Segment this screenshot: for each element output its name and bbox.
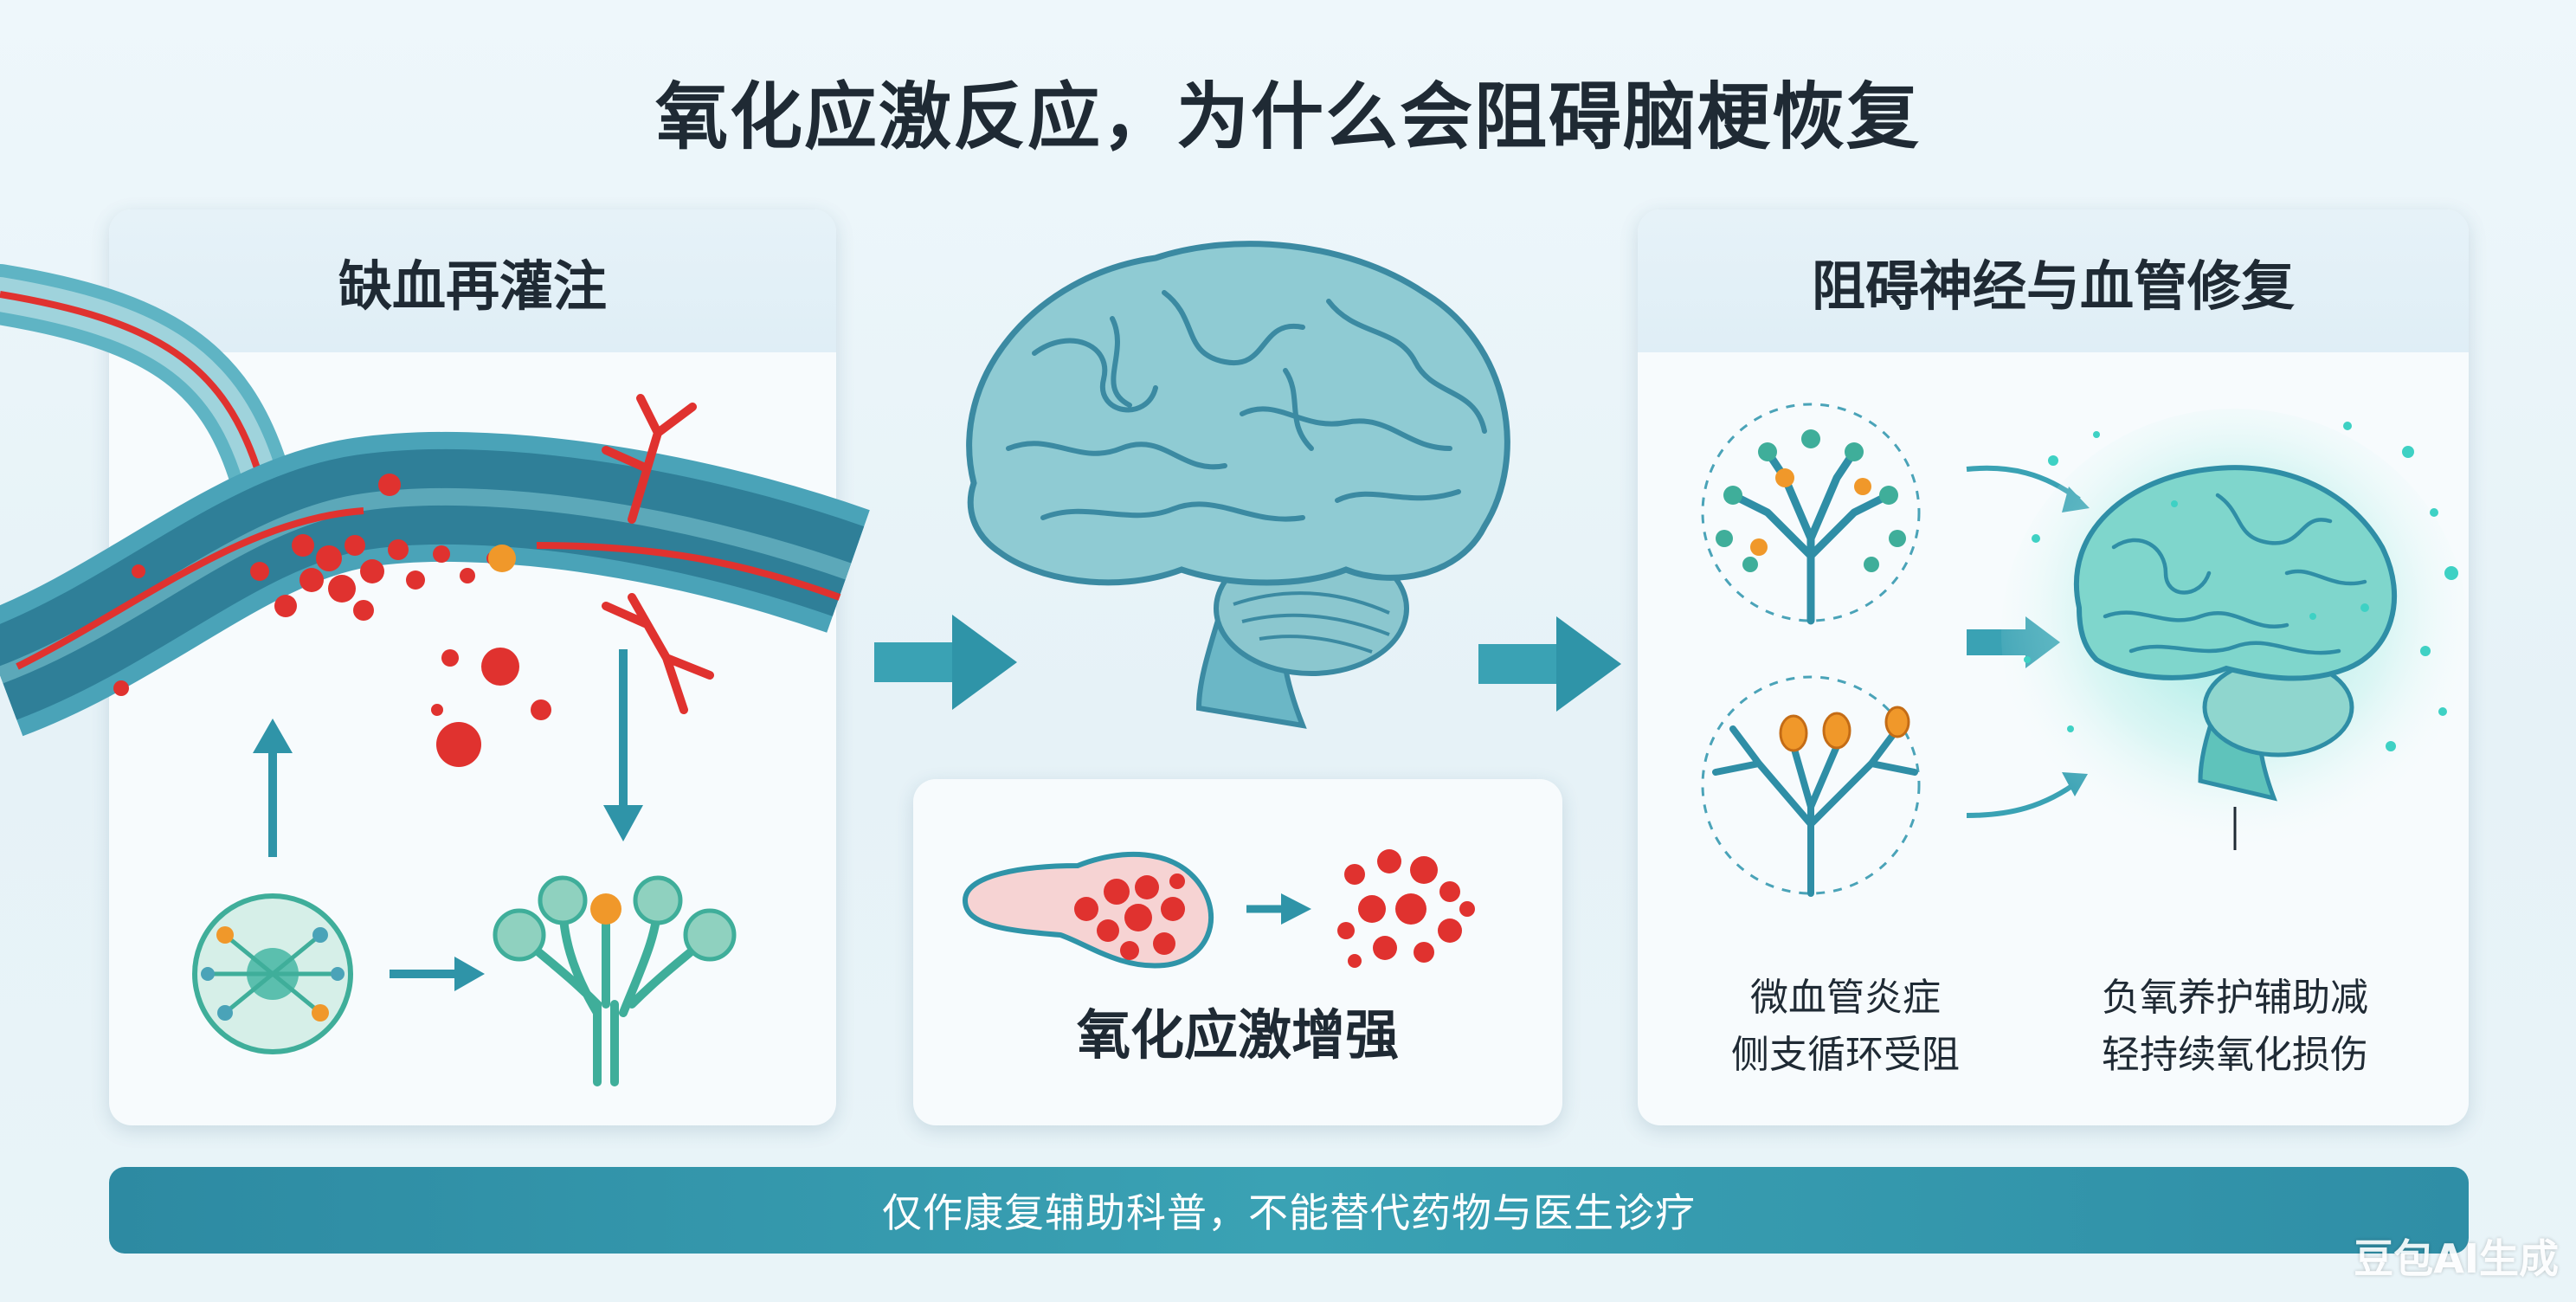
oxidative-stress-caption: 氧化应激增强 bbox=[1076, 1003, 1399, 1067]
ai-watermark: 豆包AI生成 bbox=[2354, 1235, 2559, 1282]
label-reduce-oxidative-damage: 轻持续氧化损伤 bbox=[2102, 1033, 2368, 1077]
flow-arrow-2 bbox=[1478, 616, 1621, 712]
panel-oxidative-stress: 氧化应激增强 bbox=[913, 779, 1562, 1125]
glowing-brain-illustration bbox=[2001, 409, 2469, 859]
flow-arrow-1 bbox=[874, 615, 1017, 710]
brain-illustration bbox=[966, 241, 1510, 729]
panel-repair-obstruction: 阻碍神经与血管修复 bbox=[1638, 209, 2469, 1125]
panel-title-repair: 阻碍神经与血管修复 bbox=[1638, 209, 2469, 352]
disclaimer-text: 仅作康复辅助科普，不能替代药物与医生诊疗 bbox=[882, 1189, 1696, 1236]
page-title: 氧化应激反应，为什么会阻碍脑梗恢复 bbox=[654, 74, 1921, 159]
right-panel-neurons bbox=[1701, 403, 1921, 897]
oxidative-stress-icons bbox=[962, 849, 1475, 969]
disclaimer-banner: 仅作康复辅助科普，不能替代药物与医生诊疗 bbox=[109, 1167, 2469, 1254]
label-negative-oxygen-care: 负氧养护辅助减 bbox=[2102, 976, 2368, 1020]
label-microvascular-inflammation: 微血管炎症 bbox=[1750, 976, 1941, 1020]
label-collateral-circulation: 侧支循环受阻 bbox=[1731, 1033, 1960, 1077]
blood-vessel-illustration bbox=[0, 264, 870, 767]
panel-title-ischemia: 缺血再灌注 bbox=[109, 209, 836, 352]
left-panel-cells bbox=[192, 649, 737, 1086]
